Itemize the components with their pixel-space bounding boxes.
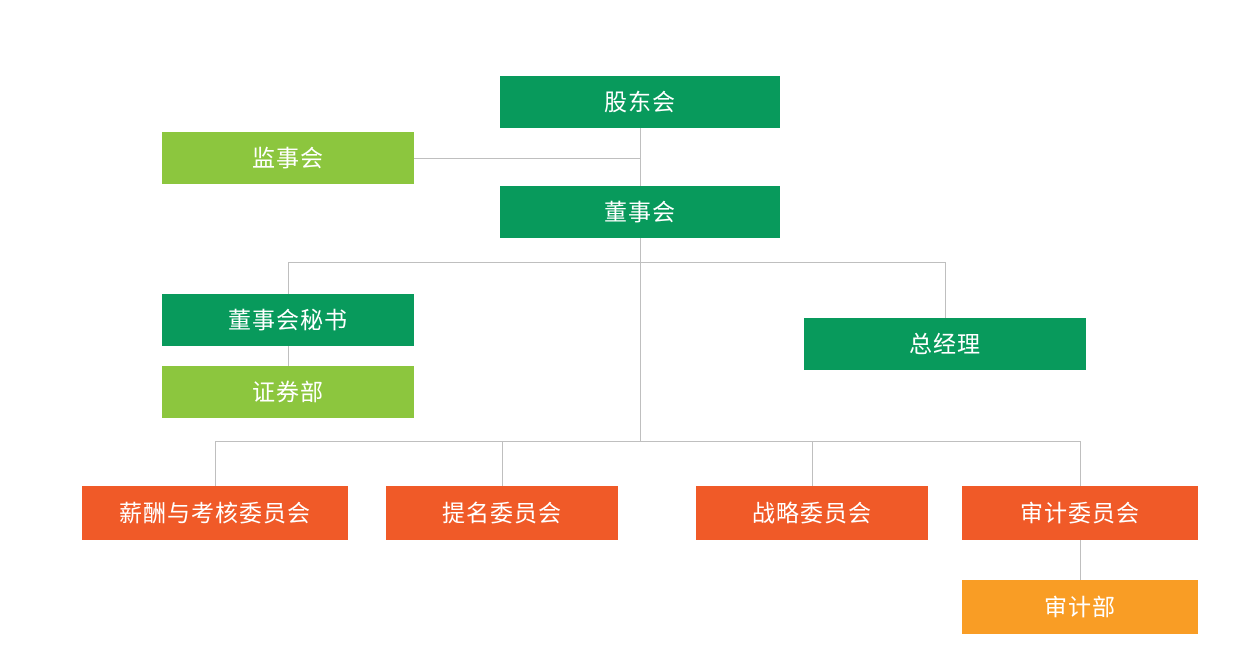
node-board-secretary[interactable]: 董事会秘书 xyxy=(162,294,414,346)
node-label-board-of-directors: 董事会 xyxy=(604,198,676,225)
node-label-shareholders-meeting: 股东会 xyxy=(604,88,676,115)
node-board-of-directors[interactable]: 董事会 xyxy=(500,186,780,238)
node-label-securities-department: 证券部 xyxy=(252,378,324,405)
connector-secretary-to-securities xyxy=(288,346,289,366)
connector-supervisors-to-trunk xyxy=(414,158,641,159)
node-label-strategy-committee: 战略委员会 xyxy=(752,499,872,526)
node-audit-department[interactable]: 审计部 xyxy=(962,580,1198,634)
connector-committee-bus xyxy=(215,441,1080,442)
connector-shareholders-to-board xyxy=(640,128,641,186)
node-strategy-committee[interactable]: 战略委员会 xyxy=(696,486,928,540)
node-label-remuneration-appraisal-committee: 薪酬与考核委员会 xyxy=(119,499,311,526)
connector-bus-to-strategy-committee xyxy=(812,441,813,486)
connector-bus-to-remuneration-committee xyxy=(215,441,216,486)
connector-bus-to-board-secretary xyxy=(288,262,289,294)
node-label-general-manager: 总经理 xyxy=(909,330,981,357)
node-shareholders-meeting[interactable]: 股东会 xyxy=(500,76,780,128)
node-board-of-supervisors[interactable]: 监事会 xyxy=(162,132,414,184)
node-general-manager[interactable]: 总经理 xyxy=(804,318,1086,370)
node-remuneration-appraisal-committee[interactable]: 薪酬与考核委员会 xyxy=(82,486,348,540)
node-label-nomination-committee: 提名委员会 xyxy=(442,499,562,526)
connector-bus-to-nomination-committee xyxy=(502,441,503,486)
connector-bus-to-audit-committee xyxy=(1080,441,1081,486)
node-securities-department[interactable]: 证券部 xyxy=(162,366,414,418)
node-label-board-of-supervisors: 监事会 xyxy=(252,144,324,171)
node-nomination-committee[interactable]: 提名委员会 xyxy=(386,486,618,540)
connector-board-trunk-down xyxy=(640,238,641,441)
connector-bus-to-general-manager xyxy=(945,262,946,318)
connector-board-level2-bus xyxy=(288,262,945,263)
node-label-audit-committee: 审计委员会 xyxy=(1020,499,1140,526)
node-label-audit-department: 审计部 xyxy=(1044,593,1116,620)
node-audit-committee[interactable]: 审计委员会 xyxy=(962,486,1198,540)
connector-audit-committee-to-audit-department xyxy=(1080,540,1081,580)
node-label-board-secretary: 董事会秘书 xyxy=(228,306,348,333)
